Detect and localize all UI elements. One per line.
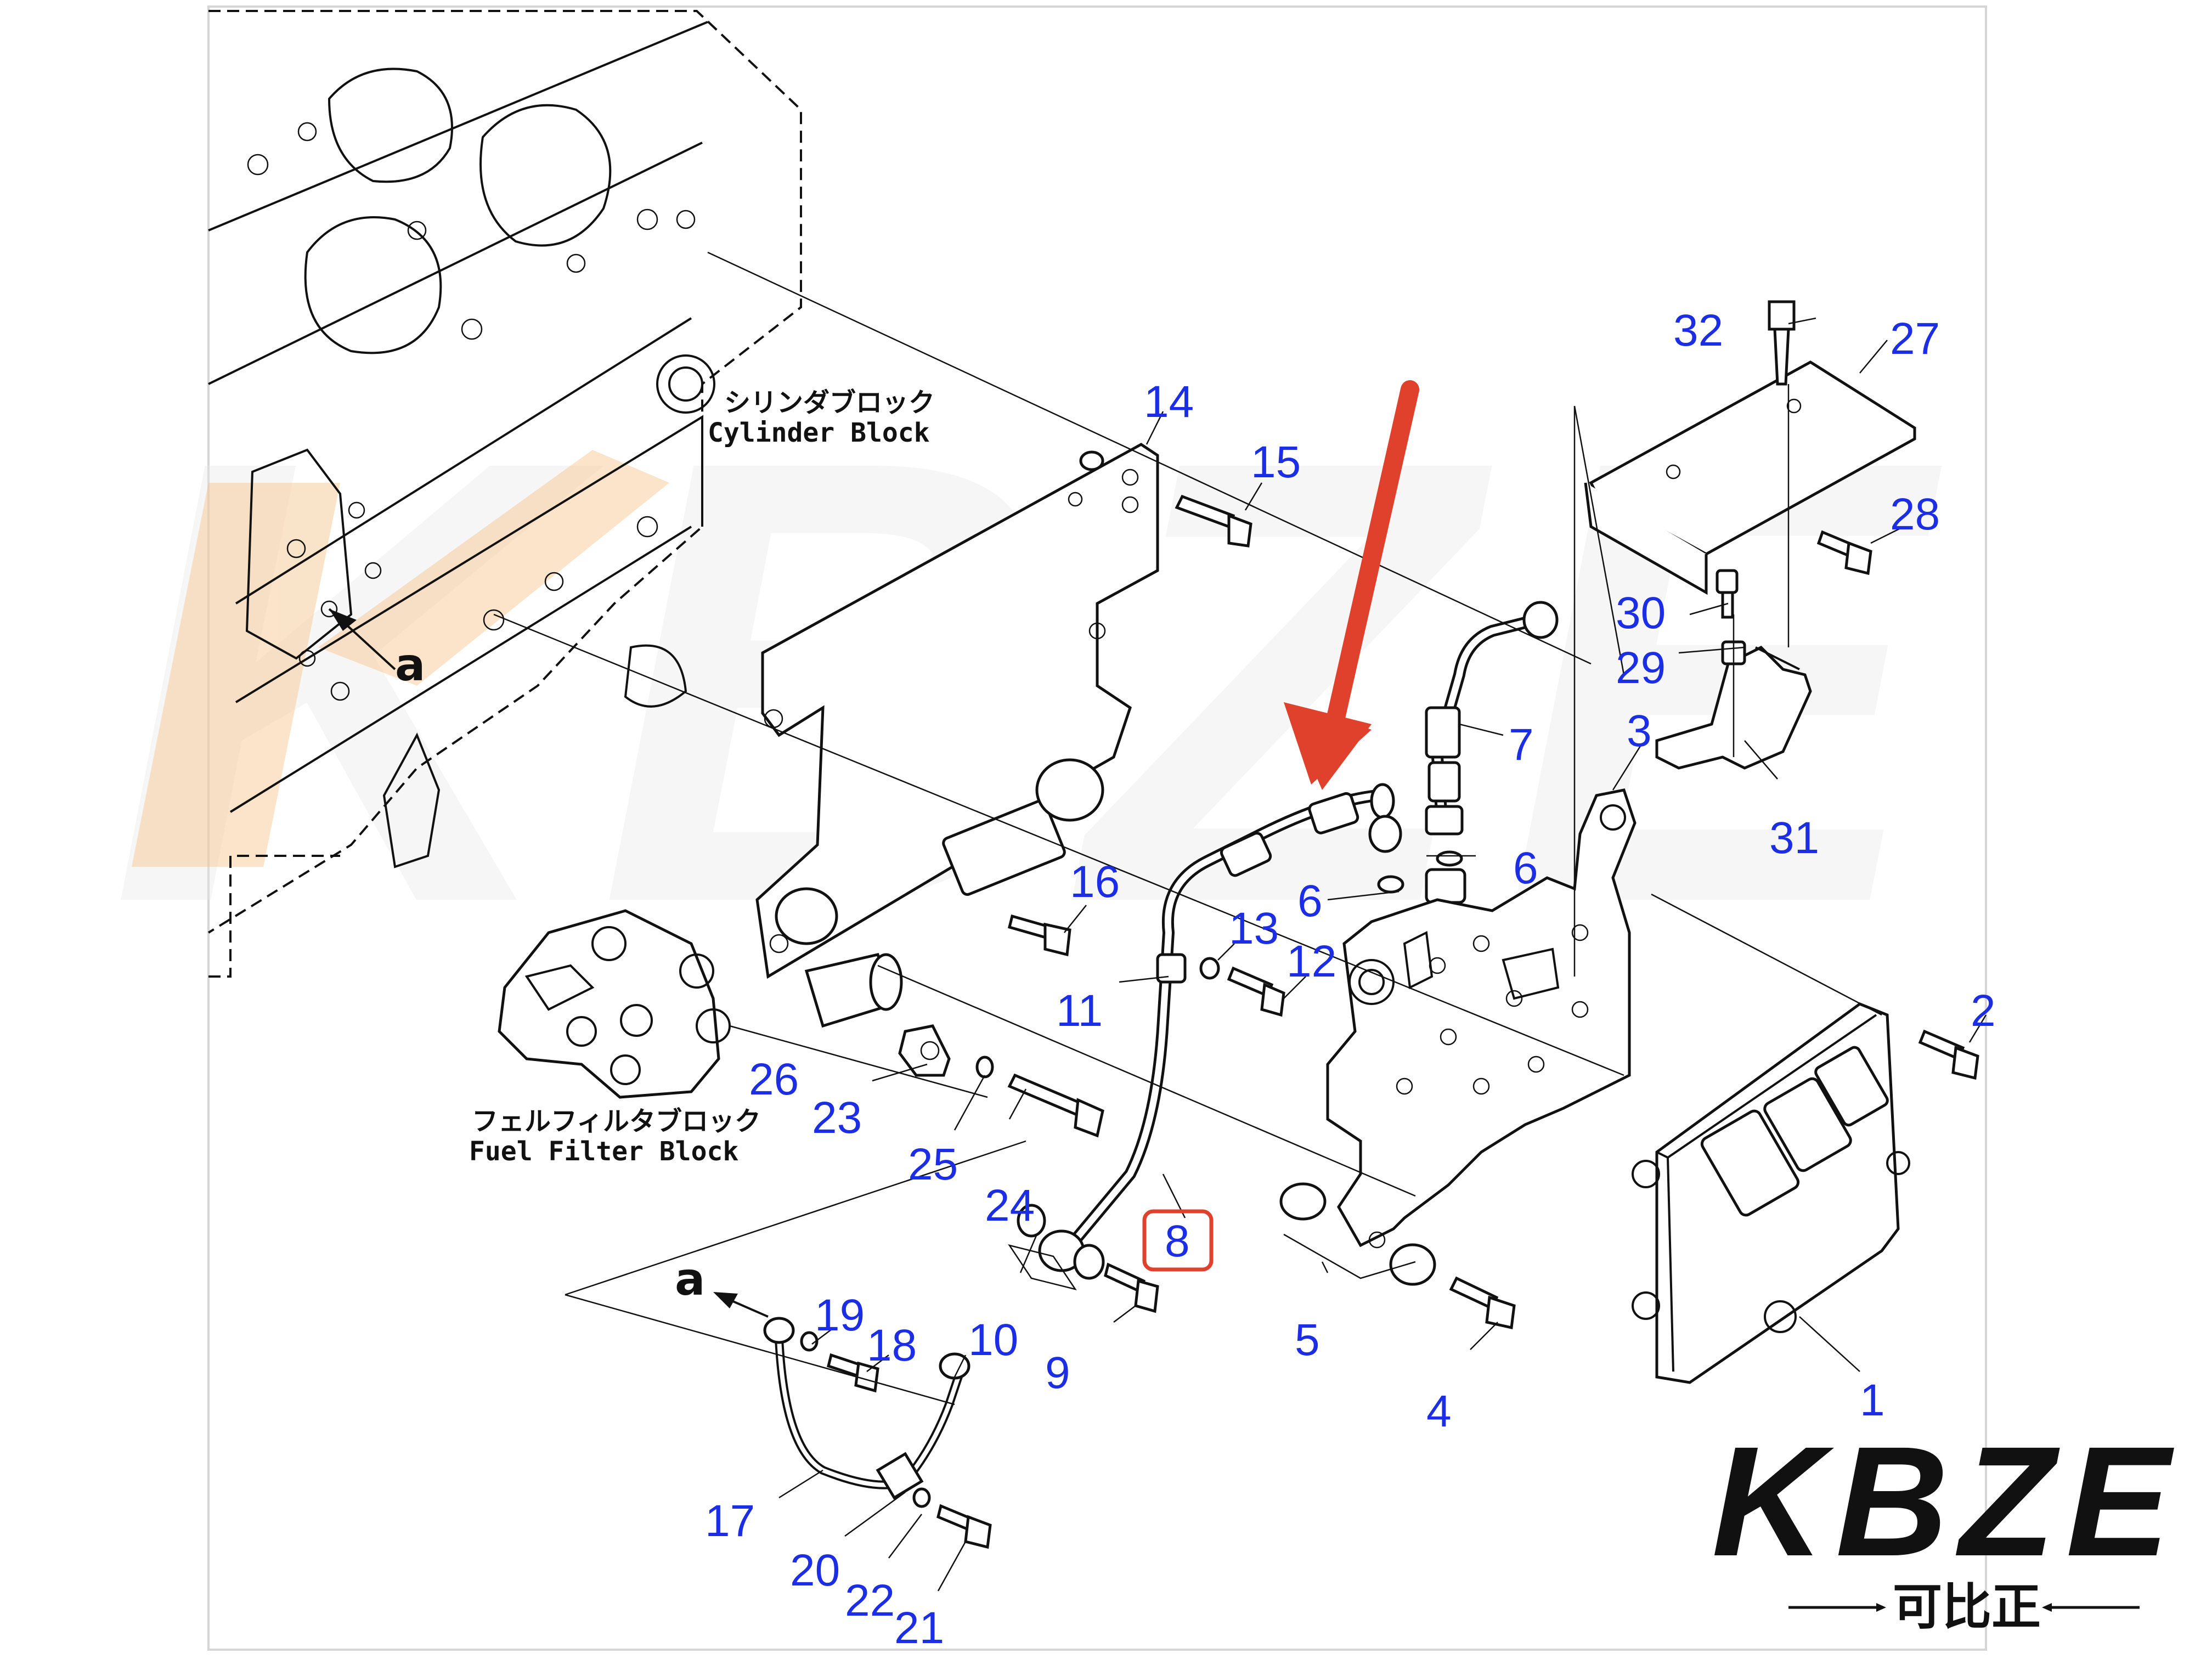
part-number-8: 8 xyxy=(1165,1216,1190,1266)
part-number-25: 25 xyxy=(908,1139,958,1189)
part-number-18: 18 xyxy=(867,1321,917,1370)
part-number-15: 15 xyxy=(1251,437,1301,487)
fuel-tube-8 xyxy=(1038,783,1395,1280)
bolt-15 xyxy=(1175,494,1252,548)
bracket-14 xyxy=(755,443,1159,979)
part-number-9: 9 xyxy=(1045,1348,1070,1398)
bolt-9 xyxy=(1104,1262,1159,1313)
part-number-1: 1 xyxy=(1860,1375,1885,1425)
fuel-filter-block: フェルフィルタブロック Fuel Filter Block xyxy=(469,909,761,1167)
part-number-3: 3 xyxy=(1627,706,1652,756)
part-number-26: 26 xyxy=(749,1054,799,1104)
bolt-21 xyxy=(936,1504,992,1549)
ground-strap-17 xyxy=(763,1317,970,1500)
spacer-26 xyxy=(804,953,903,1028)
highlight-box-8 xyxy=(1142,1209,1214,1272)
part-number-20: 20 xyxy=(790,1545,840,1595)
part-number-22: 22 xyxy=(845,1576,895,1626)
fuel-tube-7 xyxy=(1425,601,1559,836)
ref-a-bottom: a xyxy=(675,1254,705,1306)
cylinder-block: シリンダブロック Cylinder Block a xyxy=(207,10,935,978)
bolt-18 xyxy=(827,1353,879,1393)
bolt-2 xyxy=(1918,1029,1979,1080)
part-number-27: 27 xyxy=(1890,314,1940,364)
logo-subtitle: 可比正 xyxy=(1893,1578,2041,1636)
clip-23 xyxy=(898,1024,951,1077)
part-number-14: 14 xyxy=(1144,377,1194,427)
bolt-12 xyxy=(1227,966,1285,1017)
seal-5 xyxy=(1279,1182,1436,1286)
part-number-7: 7 xyxy=(1509,720,1534,770)
part-number-30: 30 xyxy=(1616,588,1666,638)
part-number-16: 16 xyxy=(1070,857,1120,907)
part-number-6b: 6 xyxy=(1513,843,1538,893)
part-number-24: 24 xyxy=(985,1181,1035,1231)
washer-19 xyxy=(800,1331,819,1352)
bolt-4 xyxy=(1449,1276,1516,1330)
cylinder-block-en-label: Cylinder Block xyxy=(708,417,930,448)
part-number-23: 23 xyxy=(812,1093,862,1143)
washer-22 xyxy=(912,1487,931,1508)
part-number-19: 19 xyxy=(815,1290,865,1340)
part-number-29: 29 xyxy=(1616,643,1666,693)
bolt-32 xyxy=(1768,300,1796,386)
kbze-logo: KBZE 可比正 xyxy=(1712,1414,2181,1636)
part-number-4: 4 xyxy=(1426,1386,1452,1436)
part-number-28: 28 xyxy=(1890,489,1940,539)
part-number-12: 12 xyxy=(1286,936,1336,986)
cover-27 xyxy=(1584,360,1916,595)
bolt-30 xyxy=(1716,569,1739,619)
part-number-13: 13 xyxy=(1229,904,1279,953)
bolt-25 xyxy=(1007,1073,1104,1138)
part-number-labels: 1 2 3 4 5 6 6 7 8 9 10 11 12 13 14 15 16… xyxy=(705,306,1996,1653)
fuel-filter-jp-label: フェルフィルタブロック xyxy=(472,1106,761,1137)
part-number-31: 31 xyxy=(1769,813,1819,863)
cylinder-block-jp-label: シリンダブロック xyxy=(724,387,935,418)
part-number-21: 21 xyxy=(894,1603,944,1653)
part-number-17: 17 xyxy=(705,1496,755,1546)
part-number-6a: 6 xyxy=(1297,876,1323,926)
washer-24 xyxy=(975,1056,994,1079)
ecu-1 xyxy=(1632,1002,1910,1384)
assembly-lines xyxy=(493,251,1987,1592)
diagram-frame xyxy=(207,5,1987,1651)
part-number-11: 11 xyxy=(1056,986,1103,1036)
part-number-5: 5 xyxy=(1295,1315,1320,1365)
part-number-32: 32 xyxy=(1673,306,1723,356)
logo-text: KBZE xyxy=(1712,1414,2181,1589)
bolt-28 xyxy=(1816,530,1872,575)
washer-13 xyxy=(1199,957,1220,980)
watermark-orange-k xyxy=(132,450,669,867)
part-number-10: 10 xyxy=(968,1315,1018,1365)
part-number-2: 2 xyxy=(1971,986,1996,1036)
highlight-arrow xyxy=(1284,380,1419,790)
ref-a-top: a xyxy=(395,639,425,691)
fuel-filter-en-label: Fuel Filter Block xyxy=(469,1136,738,1167)
bolt-16 xyxy=(1007,914,1071,957)
washers-10 xyxy=(1017,1204,1046,1238)
